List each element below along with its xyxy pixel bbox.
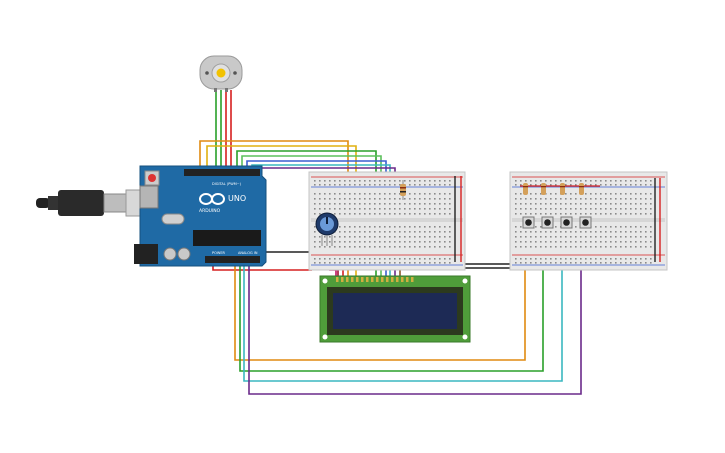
power-pins-label: POWER xyxy=(212,251,226,255)
lcd-screen xyxy=(333,293,457,329)
pushbutton-icon[interactable] xyxy=(579,216,592,229)
wire-bottom-cyan xyxy=(243,232,563,382)
lcd-display[interactable] xyxy=(319,275,471,343)
resistor-row xyxy=(523,183,584,195)
wire-bottom-purple xyxy=(248,232,582,395)
pushbutton-icon[interactable] xyxy=(522,216,535,229)
breadboard-left[interactable] xyxy=(308,171,466,271)
dc-motor-icon[interactable] xyxy=(199,55,243,92)
pushbutton-icon[interactable] xyxy=(541,216,554,229)
wire-top-orange xyxy=(199,140,349,192)
resistor-icon xyxy=(400,180,406,200)
arduino-logo-icon xyxy=(199,193,225,205)
arduino-brand-label: ARDUINO xyxy=(199,208,221,214)
arduino-model-label: UNO xyxy=(228,194,246,203)
analog-pins-label: ANALOG IN xyxy=(238,251,258,255)
breadboard-right[interactable] xyxy=(509,171,668,271)
lcd-pin-header xyxy=(336,277,414,282)
pushbutton-icon[interactable] xyxy=(560,216,573,229)
usb-cable-icon xyxy=(36,189,157,217)
wire-bottom-orange xyxy=(234,232,526,361)
breadboard-right-holes xyxy=(515,180,652,264)
breadboard-left-holes xyxy=(314,180,451,264)
arduino-uno-board[interactable]: ARDUINO UNO DIGITAL (PWM~) POWER ANALOG … xyxy=(134,165,267,267)
digital-pins-label: DIGITAL (PWM~) xyxy=(212,182,242,186)
wire-bottom-green xyxy=(239,232,544,372)
potentiometer-icon[interactable] xyxy=(315,212,339,246)
